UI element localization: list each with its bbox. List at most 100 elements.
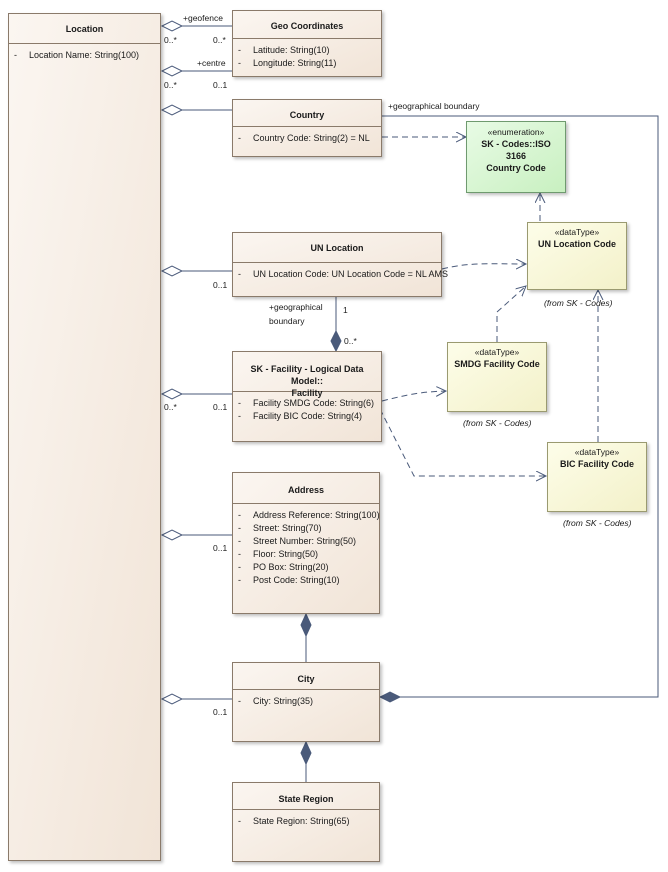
state-region-class[interactable]: State Region -State Region: String(65) [232,782,380,862]
location-class[interactable]: Location - Location Name: String(100) [8,13,161,861]
country-aggregation-diamond [160,104,184,116]
visibility-marker: - [238,398,241,408]
smdg-facility-code-datatype[interactable]: «dataType» SMDG Facility Code [447,342,547,412]
attribute-row: - PO Box: String(20) [235,561,377,574]
attribute-text: Location Name: String(100) [29,50,140,60]
attribute-text: Longitude: String(11) [253,58,337,68]
un-location-class[interactable]: UN Location - UN Location Code: UN Locati… [232,232,448,297]
unloc-facility-source-multiplicity: 1 [343,305,348,315]
visibility-marker: - [238,58,241,68]
state-region-class-title: State Region [278,794,334,804]
location-attributes: - Location Name: String(100) [9,43,160,62]
attribute-row: -Facility BIC Code: String(4) [235,410,379,423]
attribute-row: -State Region: String(65) [235,815,377,828]
city-state-composition-diamond [300,740,312,766]
country-class[interactable]: Country - Country Code: String(2) = NL [232,99,382,157]
visibility-marker: - [238,510,241,520]
attribute-text: Facility SMDG Code: String(6) [253,398,375,408]
attribute-row: - Facility SMDG Code: String(6) [235,397,379,410]
address-aggregation-diamond [160,529,184,541]
attribute-row: - Country Code: String(2) = NL [235,132,379,145]
geo-coordinates-class-title: Geo Coordinates [270,21,344,31]
country-attributes: - Country Code: String(2) = NL [233,126,381,145]
unlocation-code-dependency[interactable] [441,264,526,270]
facility-aggregation-diamond [160,388,184,400]
visibility-marker: - [238,696,241,706]
attribute-row: - Latitude: String(10) [235,44,379,57]
facility-class[interactable]: SK - Facility - Logical Data Model:: Fac… [232,351,382,442]
city-attributes: -City: String(35) [233,689,379,708]
attribute-text: Latitude: String(10) [253,45,330,55]
city-aggregation-diamond [160,693,184,705]
un-location-attributes: - UN Location Code: UN Location Code = NL… [233,262,448,281]
geofence-target-multiplicity: 0..* [213,35,226,45]
un-location-class-title: UN Location [310,243,364,253]
facility-attributes: - Facility SMDG Code: String(6) -Facility… [233,391,381,423]
visibility-marker: - [14,50,17,60]
address-multiplicity: 0..1 [213,543,228,553]
enumeration-stereotype: «enumeration» [487,127,545,137]
visibility-marker: - [238,549,241,559]
unloc-boundary-role-line1: +geographical [269,302,323,312]
un-location-code-title: UN Location Code [538,239,616,249]
iso-title-line2: Country Code [486,163,546,173]
visibility-marker: - [238,523,241,533]
attribute-text: Post Code: String(10) [253,575,340,585]
attribute-row: -City: String(35) [235,695,377,708]
datatype-stereotype: «dataType» [574,447,620,457]
geofence-role-label: +geofence [183,13,223,23]
attribute-row: - UN Location Code: UN Location Code = NL… [235,268,448,281]
attribute-text: Street Number: String(50) [253,536,357,546]
city-multiplicity: 0..1 [213,707,228,717]
bic-facility-code-title: BIC Facility Code [559,459,634,469]
attribute-text: Address Reference: String(100) [253,510,380,520]
facility-smdg-dependency[interactable] [381,391,446,402]
attribute-text: UN Location Code: UN Location Code = NL … [253,269,449,279]
attribute-row: - Location Name: String(100) [11,49,158,62]
smdg-unloccode-dependency[interactable] [496,286,526,342]
facility-target-multiplicity: 0..1 [213,402,228,412]
attribute-row: - Address Reference: String(100) [235,509,380,522]
un-location-code-datatype[interactable]: «dataType» UN Location Code [527,222,627,290]
address-class[interactable]: Address -Address Reference: String(100) … [232,472,380,614]
city-class[interactable]: City -City: String(35) [232,662,380,742]
address-composition-diamond [300,612,312,638]
attribute-text: Street: String(70) [253,523,322,533]
centre-source-multiplicity: 0..* [164,80,177,90]
bic-facility-code-datatype[interactable]: «dataType» BIC Facility Code [547,442,647,512]
geo-coordinates-class[interactable]: Geo Coordinates - Latitude: String(10) - L… [232,10,382,77]
datatype-stereotype: «dataType» [474,347,520,357]
attribute-row: - Longitude: String(11) [235,57,379,70]
attribute-row: -Floor: String(50) [235,548,377,561]
un-location-aggregation-diamond [160,265,184,277]
smdg-facility-code-source: (from SK - Codes) [463,418,532,428]
city-class-title: City [297,674,315,684]
visibility-marker: - [238,411,241,421]
attribute-text: PO Box: String(20) [253,562,329,572]
visibility-marker: - [238,562,241,572]
un-location-multiplicity: 0..1 [213,280,228,290]
centre-aggregation-diamond [160,65,184,77]
geographical-boundary-role-label: +geographical boundary [388,101,480,111]
facility-title-line1: SK - Facility - Logical Data Model:: [250,364,364,386]
iso-title-line1: SK - Codes::ISO 3166 [481,139,551,161]
facility-source-multiplicity: 0..* [164,402,177,412]
visibility-marker: - [238,45,241,55]
country-class-title: Country [289,110,325,120]
unloc-facility-target-multiplicity: 0..* [344,336,357,346]
attribute-row: - Street: String(70) [235,522,377,535]
visibility-marker: - [238,133,241,143]
geo-coordinates-attributes: - Latitude: String(10) - Longitude: String… [233,38,381,70]
visibility-marker: - [238,269,241,279]
address-class-title: Address [287,485,324,495]
attribute-text: State Region: String(65) [253,816,350,826]
location-class-title: Location [65,24,104,34]
iso-country-code-enumeration[interactable]: «enumeration» SK - Codes::ISO 3166 Count… [466,121,566,193]
geographical-boundary-association[interactable] [382,115,659,698]
attribute-text: Country Code: String(2) = NL [253,133,370,143]
geofence-aggregation-diamond [160,20,184,32]
facility-composition-diamond [330,329,342,353]
city-composition-diamond [378,691,402,703]
facility-bic-dependency[interactable] [379,408,546,476]
